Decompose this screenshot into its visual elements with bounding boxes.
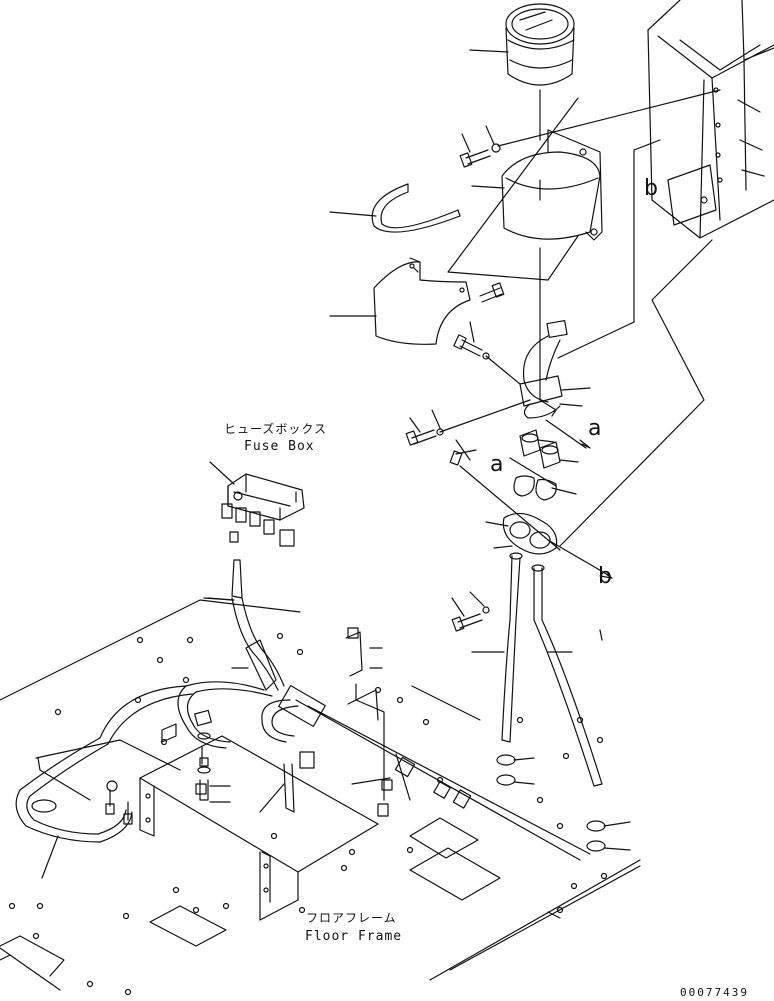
strap-clamp [329,183,461,233]
harness-bracket [35,735,379,921]
connector-icon [519,139,661,419]
fuse-box-label-jp: ヒューズボックス [224,422,328,436]
floor-cutout [409,817,479,859]
cover-plate [667,164,717,226]
reference-mark-a-right: a [588,416,602,441]
fuse-box-icon [203,461,305,691]
bolt-icon [161,709,231,803]
console-box [647,0,774,239]
reference-mark-b-top: b [644,176,658,201]
clip-assembly [449,239,713,579]
hose-pair [451,552,603,787]
floor-frame [0,599,641,996]
fuse-box-label-en: Fuse Box [244,439,315,454]
drawing-number: 00077439 [680,986,749,999]
reference-mark-b-right: b [598,564,612,589]
meter-bracket-icon [447,97,603,401]
hour-meter-icon [469,3,575,141]
bolt-icon [459,89,721,168]
wire-harness [15,597,591,879]
floor-frame-label-jp: フロアフレーム [306,911,397,925]
reference-mark-a-left: a [490,452,504,477]
grommet-icon [509,419,591,487]
floor-frame-label-en: Floor Frame [305,929,403,944]
lower-bracket [329,257,505,345]
bolt-icon [405,321,531,446]
grommet-icon [496,754,631,852]
